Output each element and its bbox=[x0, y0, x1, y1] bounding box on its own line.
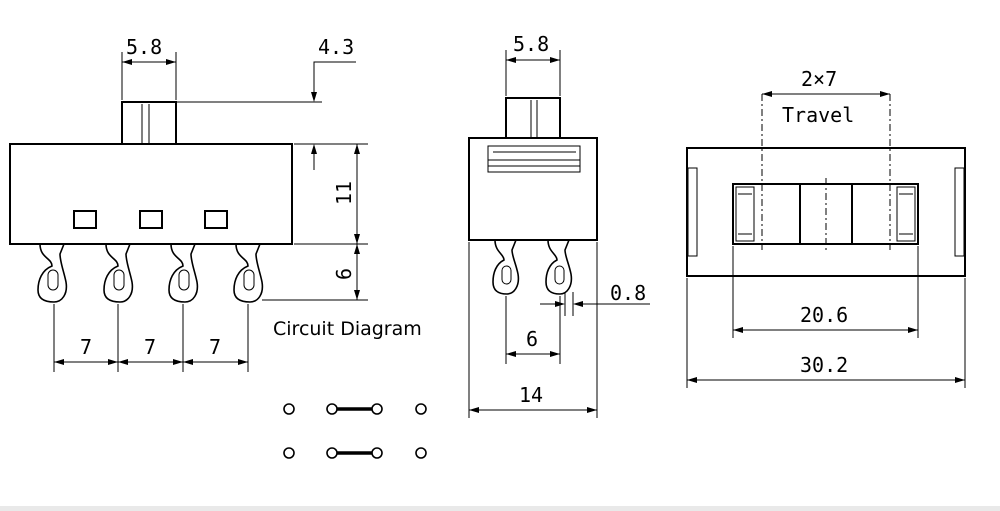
side-pin-1 bbox=[37, 243, 68, 303]
end-body-width-label: 14 bbox=[519, 383, 543, 407]
side-actuator-height-label: 4.3 bbox=[318, 35, 354, 59]
circuit-diagram: Circuit Diagram bbox=[273, 318, 427, 459]
end-body bbox=[468, 137, 598, 241]
circuit-terminal-3 bbox=[371, 403, 383, 415]
top-inner-length-label: 20.6 bbox=[800, 303, 848, 327]
top-side-notch-right bbox=[954, 167, 965, 257]
side-body-height-label: 11 bbox=[332, 181, 356, 205]
side-pin-pitch-3-label: 7 bbox=[209, 335, 221, 359]
end-actuator bbox=[505, 97, 561, 139]
side-pin-pitch-2-label: 7 bbox=[144, 335, 156, 359]
side-view: 5.8 4.3 11 6 7 7 7 bbox=[9, 35, 368, 372]
top-overall-length-label: 30.2 bbox=[800, 353, 848, 377]
side-pin-pitch-1-label: 7 bbox=[80, 335, 92, 359]
side-window-3 bbox=[204, 210, 228, 229]
circuit-terminal-4 bbox=[415, 403, 427, 415]
side-pin-3 bbox=[168, 243, 199, 303]
end-pin-spacing-label: 6 bbox=[526, 327, 538, 351]
end-view: 5.8 0.8 6 14 bbox=[468, 32, 650, 418]
circuit-terminal-2 bbox=[326, 403, 338, 415]
side-window-1 bbox=[73, 210, 97, 229]
top-view: 2×7 Travel 20.6 30.2 bbox=[686, 67, 966, 388]
circuit-terminal-8 bbox=[415, 447, 427, 459]
end-slot bbox=[487, 145, 581, 173]
circuit-terminal-7 bbox=[371, 447, 383, 459]
circuit-terminal-6 bbox=[326, 447, 338, 459]
side-pin-length-label: 6 bbox=[332, 268, 356, 280]
bottom-strip bbox=[0, 506, 1000, 511]
top-travel-label: 2×7 bbox=[801, 67, 837, 91]
side-actuator-width-label: 5.8 bbox=[126, 35, 162, 59]
top-side-notch-left bbox=[687, 167, 698, 257]
circuit-terminal-5 bbox=[283, 447, 295, 459]
top-travel-caption: Travel bbox=[782, 103, 854, 127]
side-window-2 bbox=[139, 210, 163, 229]
end-pin-2 bbox=[545, 239, 573, 295]
circuit-diagram-title: Circuit Diagram bbox=[273, 318, 422, 340]
end-pin-thickness-label: 0.8 bbox=[610, 281, 646, 305]
side-pin-4 bbox=[233, 243, 264, 303]
end-pin-1 bbox=[492, 239, 520, 295]
circuit-terminal-1 bbox=[283, 403, 295, 415]
end-actuator-width-label: 5.8 bbox=[513, 32, 549, 56]
side-pin-2 bbox=[103, 243, 134, 303]
